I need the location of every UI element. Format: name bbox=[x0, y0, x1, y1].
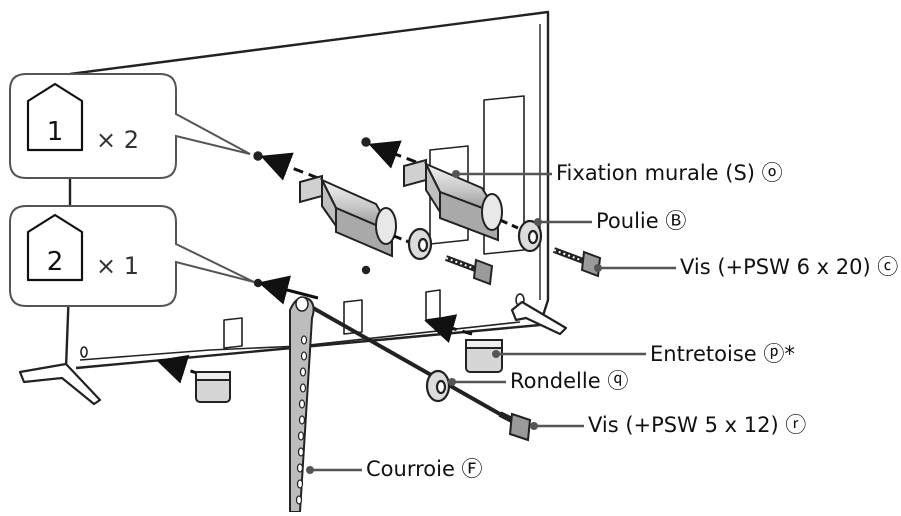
pulley-left bbox=[407, 227, 433, 261]
label-pulley: Poulie Ⓑ bbox=[596, 209, 687, 233]
left-foot bbox=[18, 362, 102, 406]
arrow-bracket-right bbox=[368, 140, 417, 169]
step-1-house-icon bbox=[26, 82, 84, 152]
washers bbox=[407, 219, 543, 403]
wall-bracket-left bbox=[299, 174, 397, 258]
label-screw-5x12: Vis (+PSW 5 x 12) ⓡ bbox=[588, 413, 807, 437]
bracket-hole-right bbox=[361, 137, 371, 147]
arrow-strap bbox=[258, 275, 319, 305]
step-1-count: × 2 bbox=[96, 126, 140, 154]
tv-back-outline bbox=[69, 10, 550, 326]
screw-lower bbox=[498, 411, 532, 442]
right-foot bbox=[510, 300, 568, 336]
strap bbox=[289, 296, 315, 513]
pulley-right bbox=[517, 219, 543, 253]
bracket-hole-left bbox=[253, 151, 263, 161]
wall-bracket-right bbox=[403, 158, 503, 242]
stand-feet bbox=[18, 300, 568, 406]
back-recess-middle bbox=[429, 145, 469, 245]
label-washer: Rondelle ⓠ bbox=[510, 369, 629, 393]
callout-step-2: 2 bbox=[9, 205, 255, 307]
left-screw-hole bbox=[80, 346, 88, 358]
panel-hole bbox=[361, 265, 371, 275]
spacers bbox=[195, 339, 503, 403]
callout-step-1: 1 bbox=[9, 73, 251, 179]
screw-upper-left bbox=[444, 255, 494, 286]
tv-trim-line bbox=[79, 321, 521, 361]
label-strap: Courroie Ⓕ bbox=[366, 457, 483, 481]
strap-hole bbox=[253, 278, 263, 288]
spacer-right bbox=[465, 339, 503, 373]
leader-lines bbox=[306, 170, 676, 474]
slot-left bbox=[223, 317, 243, 349]
arrow-spacer-left bbox=[156, 354, 201, 384]
spacer-left bbox=[195, 371, 231, 403]
screw-upper-right bbox=[552, 247, 602, 278]
step-2-house-icon bbox=[26, 213, 84, 282]
arrow-bracket-left bbox=[260, 152, 319, 181]
arrow-spacer-right bbox=[424, 314, 473, 344]
step-2-number: 2 bbox=[47, 247, 64, 277]
label-wall-bracket: Fixation murale (S) ⓞ bbox=[556, 161, 783, 185]
label-spacer: Entretoise ⓟ* bbox=[650, 342, 795, 366]
slot-right bbox=[425, 289, 441, 321]
tv-panel bbox=[64, 10, 550, 370]
label-screw-6x20: Vis (+PSW 6 x 20) ⓒ bbox=[680, 255, 899, 279]
step-2-count: × 1 bbox=[96, 252, 140, 280]
washer-lower bbox=[425, 369, 451, 403]
screw-axis-line bbox=[305, 302, 515, 424]
step-1-number: 1 bbox=[47, 117, 64, 147]
direction-arrows bbox=[156, 140, 473, 384]
